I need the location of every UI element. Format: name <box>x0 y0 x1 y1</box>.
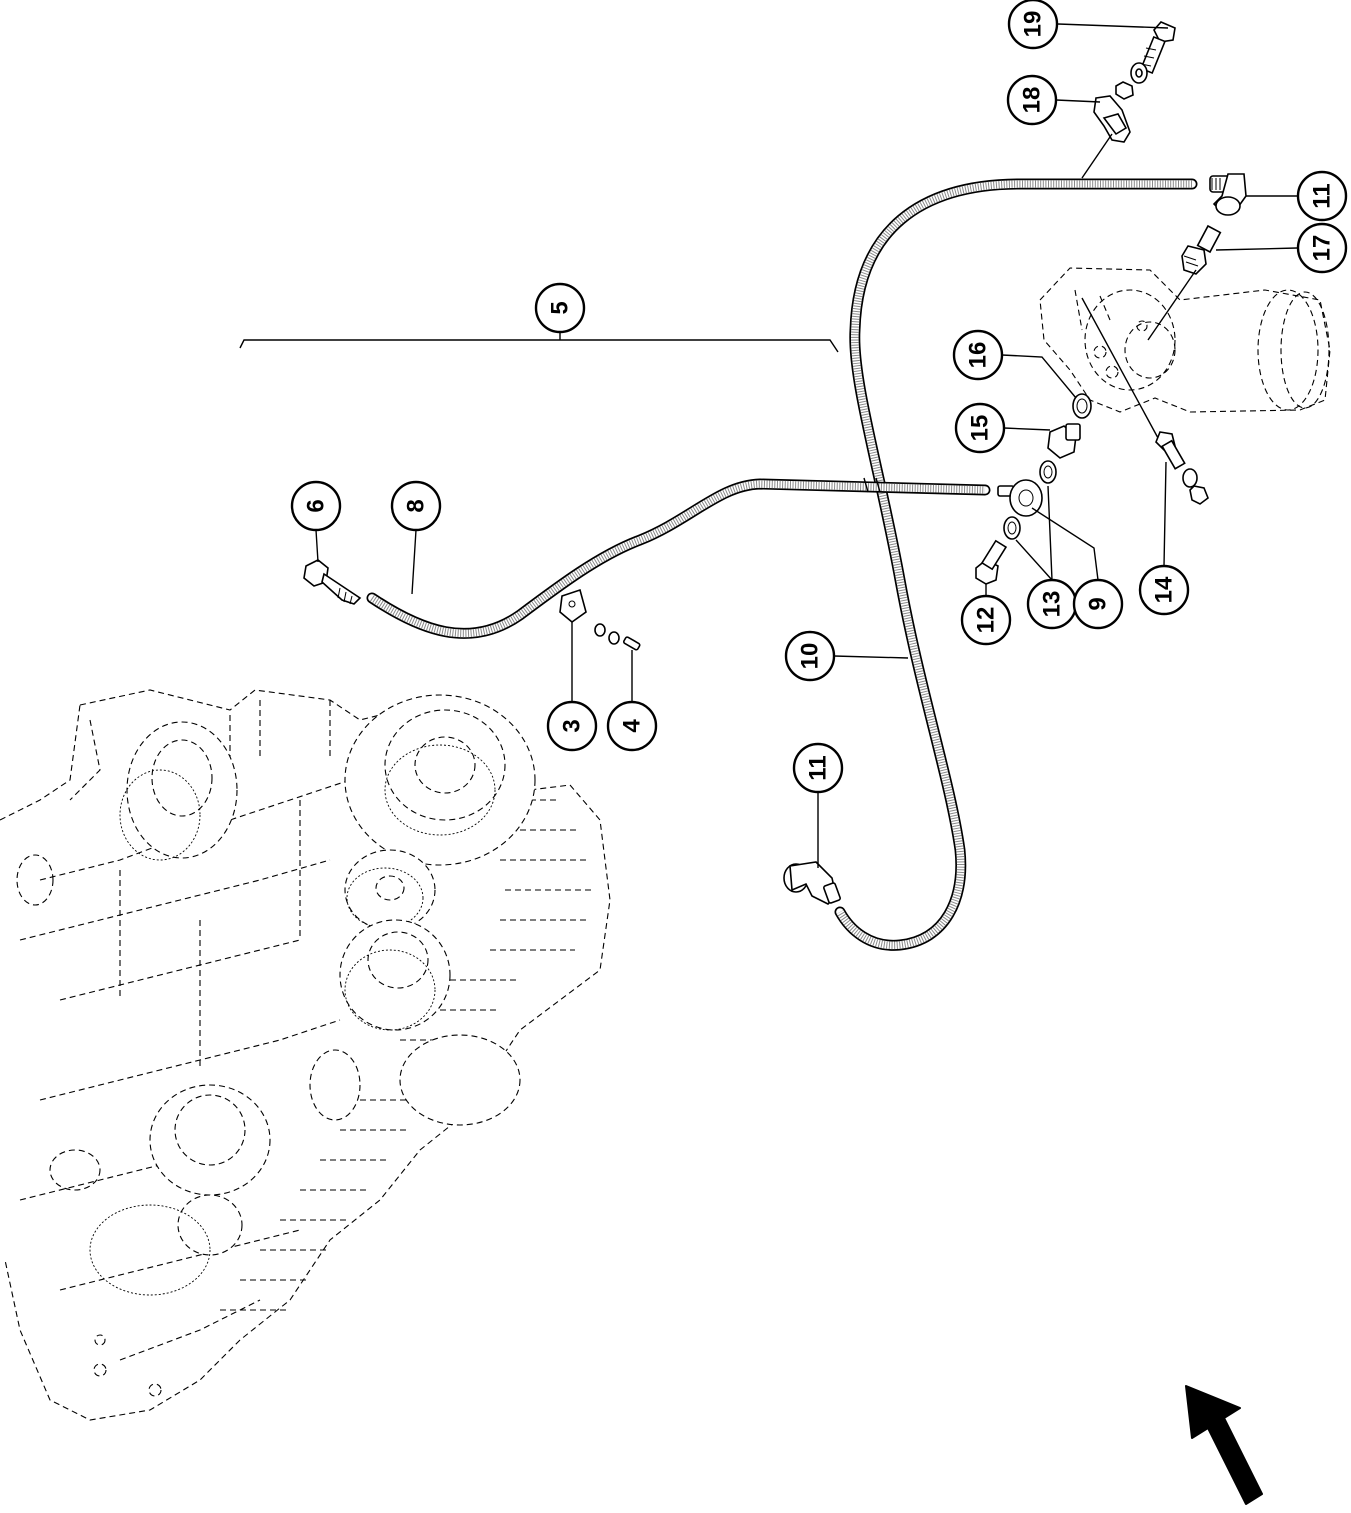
callout-19: 19 <box>1007 0 1059 50</box>
screw-4 <box>594 623 641 651</box>
callout-17: 17 <box>1296 222 1348 274</box>
svg-text:6: 6 <box>303 499 330 512</box>
svg-text:15: 15 <box>967 415 994 442</box>
svg-text:16: 16 <box>965 342 992 369</box>
clamp-18 <box>1093 95 1131 143</box>
hose-8 <box>366 477 991 639</box>
callout-11-lower: 11 <box>792 742 844 794</box>
arrow-icon <box>1185 1385 1263 1505</box>
callout-14: 14 <box>1138 564 1190 616</box>
callout-12: 12 <box>960 594 1012 646</box>
svg-text:12: 12 <box>973 607 1000 634</box>
leader-lines <box>239 23 1298 868</box>
elbow-fitting-11-upper <box>1209 173 1247 216</box>
callout-13: 13 <box>1026 578 1078 630</box>
callout-3: 3 <box>546 700 598 752</box>
fitting-6 <box>303 559 362 605</box>
svg-text:5: 5 <box>547 301 574 314</box>
bolt-19 <box>1140 21 1176 75</box>
fitting-17 <box>1181 224 1222 275</box>
elbow-fitting-11-lower <box>783 861 841 905</box>
svg-text:11: 11 <box>805 755 832 780</box>
svg-text:9: 9 <box>1085 597 1112 610</box>
svg-text:19: 19 <box>1020 11 1047 38</box>
svg-text:4: 4 <box>619 719 646 733</box>
bolt-14 <box>1155 431 1209 505</box>
callout-6: 6 <box>290 480 342 532</box>
svg-text:17: 17 <box>1309 235 1336 262</box>
callout-11-upper: 11 <box>1296 170 1348 222</box>
svg-text:11: 11 <box>1309 183 1336 208</box>
svg-text:8: 8 <box>403 499 430 512</box>
svg-text:14: 14 <box>1151 576 1178 603</box>
svg-text:10: 10 <box>797 643 824 670</box>
svg-text:3: 3 <box>559 719 586 732</box>
svg-text:13: 13 <box>1039 591 1066 618</box>
callout-4: 4 <box>606 700 658 752</box>
callout-5: 5 <box>534 282 586 334</box>
callout-15: 15 <box>954 402 1006 454</box>
pump-housing-outline <box>1039 267 1331 413</box>
callout-16: 16 <box>952 329 1004 381</box>
callout-9: 9 <box>1072 578 1124 630</box>
svg-text:18: 18 <box>1019 87 1046 114</box>
nut-icon <box>1115 81 1134 100</box>
engine-block-outline <box>0 689 611 1421</box>
adapter-15 <box>1047 423 1081 459</box>
callout-10: 10 <box>784 630 836 682</box>
banjo-9 <box>997 479 1043 517</box>
callout-18: 18 <box>1006 74 1058 126</box>
banjo-bolt-12 <box>975 539 1008 585</box>
callout-8: 8 <box>390 480 442 532</box>
hose-10 <box>834 178 1198 951</box>
clip-3 <box>559 588 587 624</box>
